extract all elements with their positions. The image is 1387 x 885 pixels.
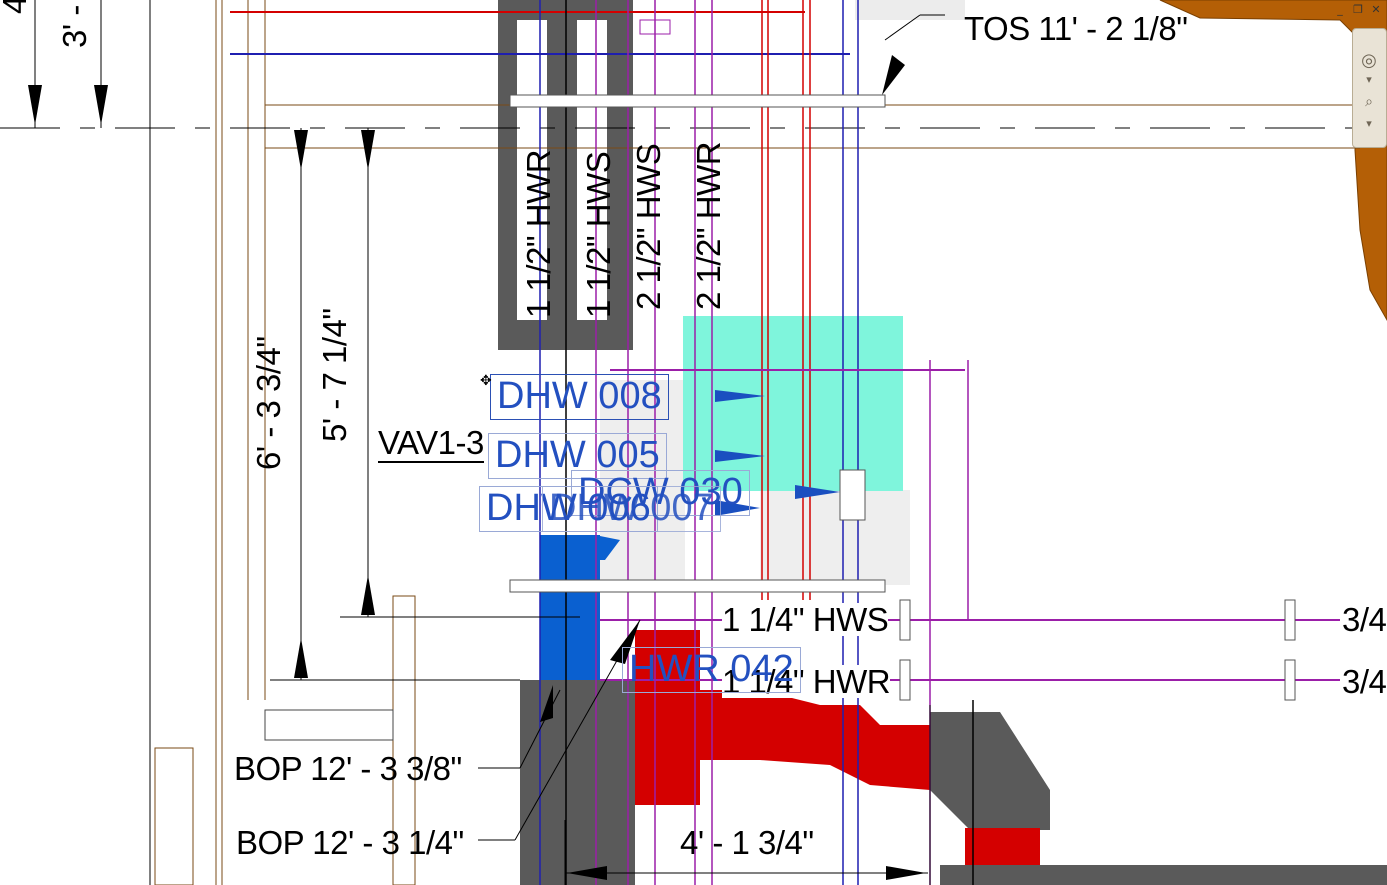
pipe-label-3-4-bottom[interactable]: 3/4 xyxy=(1342,663,1387,700)
dimension-lines xyxy=(34,0,945,885)
tag-dhw-007[interactable]: DHW 007 xyxy=(542,486,721,532)
close-icon[interactable]: ✕ xyxy=(1371,3,1381,16)
pipe-label-hwr-1-1-2[interactable]: 1 1/2" HWR xyxy=(520,149,557,318)
equipment-outline xyxy=(264,709,394,741)
dimension-5ft-7-1-4[interactable]: 5' - 7 1/4" xyxy=(316,308,353,442)
tag-dcw-030[interactable]: DCW 030 xyxy=(571,470,750,516)
restore-icon[interactable]: ❐ xyxy=(1353,3,1363,16)
duct-lower xyxy=(520,680,635,885)
minimize-icon[interactable]: _ xyxy=(1337,3,1343,16)
door-frame xyxy=(154,747,194,885)
tag-dhw-005[interactable]: DHW 005 xyxy=(488,433,667,479)
grey-panel xyxy=(855,0,965,20)
pipe-label-hwr-2-1-2[interactable]: 2 1/2" HWR xyxy=(690,141,727,310)
duct-lower-right xyxy=(940,865,1387,885)
pipe-label-hws-1-1-4[interactable]: 1 1/4" HWS xyxy=(722,601,889,638)
duct-gap xyxy=(517,20,547,320)
pipe-label-hws-2-1-2[interactable]: 2 1/2" HWS xyxy=(630,143,667,310)
dimension-6ft-3-3-4[interactable]: 6' - 3 3/4" xyxy=(250,336,287,470)
tag-hwr-042[interactable]: HWR 042 xyxy=(622,647,801,693)
tos-elevation-label[interactable]: TOS 11' - 2 1/8" xyxy=(964,10,1188,47)
chevron-down-icon[interactable]: ▾ xyxy=(1366,117,1372,130)
dimension-4ft-1-3-4[interactable]: 4' - 1 3/4" xyxy=(680,824,814,861)
blue-zone xyxy=(595,535,620,560)
wall-lines xyxy=(215,0,266,885)
vertical-pipes xyxy=(539,0,974,885)
dimension-partial-b[interactable]: 3' - xyxy=(56,5,93,48)
navigation-bar[interactable]: ◎ ▾ ⌕ ▾ xyxy=(1352,28,1387,148)
bop-elevation-label-1[interactable]: BOP 12' - 3 3/8" xyxy=(234,750,462,787)
duct-elbow xyxy=(930,712,1050,830)
steering-wheel-icon[interactable]: ◎ xyxy=(1361,50,1377,71)
tag-dhw-008[interactable]: DHW 008 xyxy=(490,374,669,420)
red-duct xyxy=(635,630,930,805)
duct-gap xyxy=(577,20,607,320)
chevron-down-icon[interactable]: ▾ xyxy=(1366,73,1372,86)
teal-zone xyxy=(683,316,903,491)
move-cursor-icon: ✥ xyxy=(480,373,492,389)
red-duct xyxy=(965,828,1040,866)
tag-leader-arrows xyxy=(715,390,840,516)
zoom-icon[interactable]: ⌕ xyxy=(1365,94,1373,110)
grey-panel xyxy=(760,490,910,585)
dimension-partial-a[interactable]: 4 xyxy=(0,0,33,14)
dimension-arrowheads xyxy=(28,55,926,880)
strut-channel xyxy=(509,94,886,593)
pipe-label-3-4-top[interactable]: 3/4 xyxy=(1342,601,1387,638)
vav-equipment-label[interactable]: VAV1-3 xyxy=(378,424,484,463)
blue-zone xyxy=(540,535,600,680)
pipe-label-hws-1-1-2[interactable]: 1 1/2" HWS xyxy=(580,151,617,318)
bop-elevation-label-2[interactable]: BOP 12' - 3 1/4" xyxy=(236,824,464,861)
pipe-hangers xyxy=(839,469,1296,701)
